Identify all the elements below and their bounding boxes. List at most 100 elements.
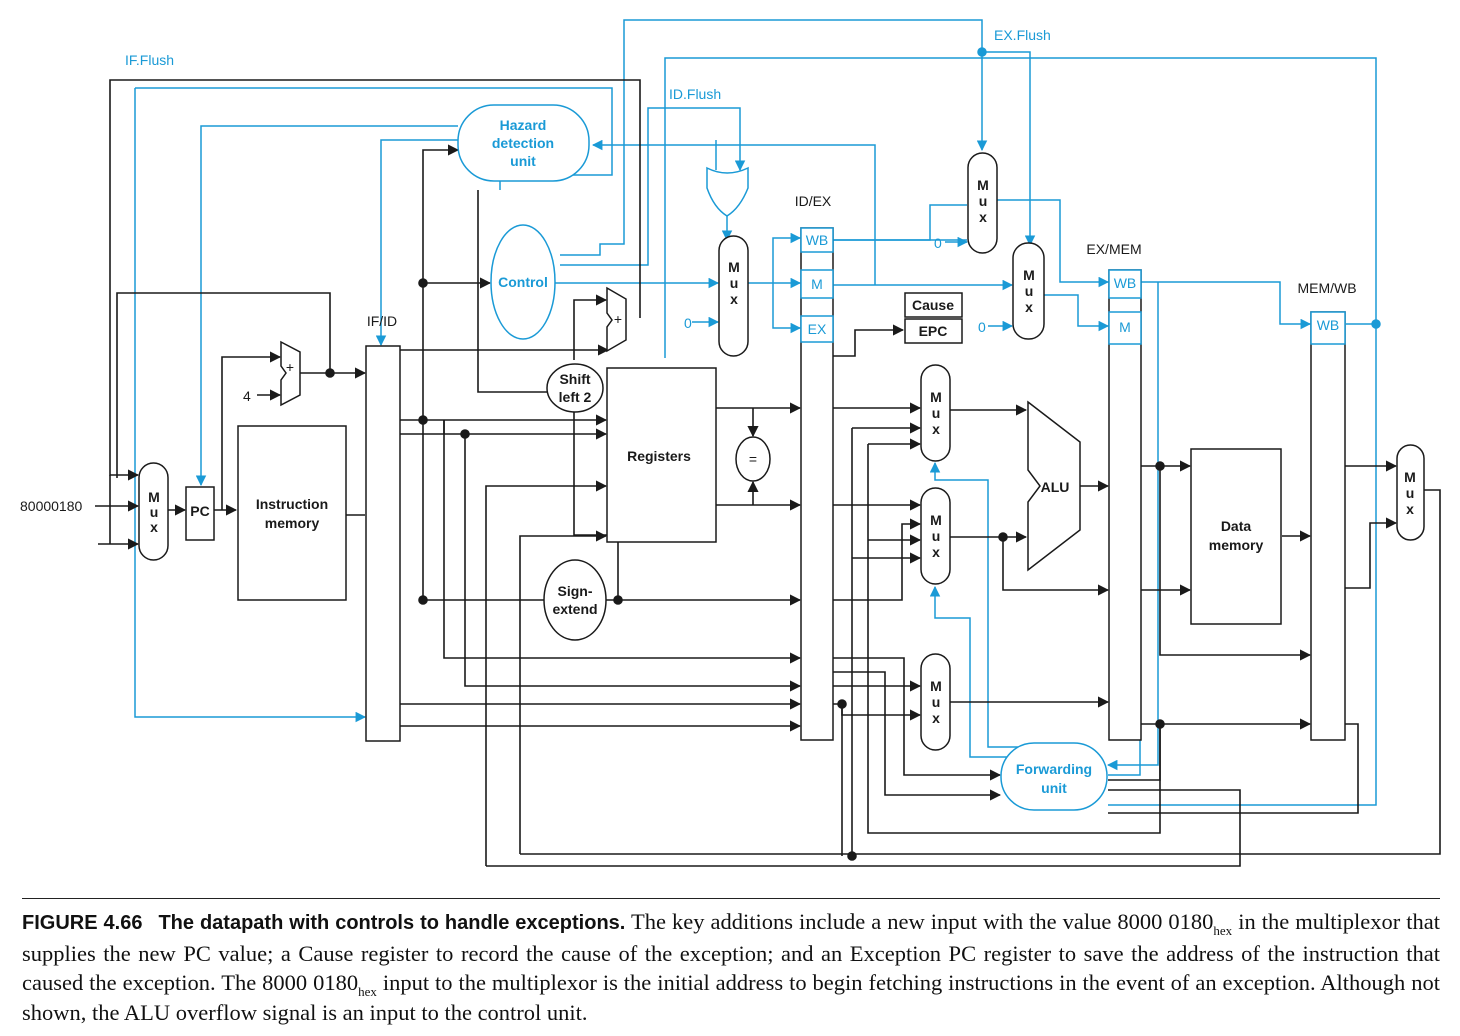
hazard-label-3: unit — [510, 153, 536, 169]
figure-number: FIGURE 4.66 — [22, 912, 143, 934]
figure-caption: FIGURE 4.66 The datapath with controls to… — [22, 898, 1440, 1027]
id-ex-register: WB M EX ID/EX — [795, 193, 834, 741]
sign-extend: Sign- extend — [543, 559, 607, 641]
ex-wb-mux-u: u — [979, 193, 988, 209]
cause-label: Cause — [912, 297, 954, 313]
pc-adder-plus: + — [286, 359, 294, 375]
alu-mux-a: M u x — [920, 364, 951, 462]
data-wires — [95, 79, 1441, 867]
alu-mux-b: M u x — [920, 487, 951, 585]
ex-mem-wb-label: WB — [1114, 275, 1137, 291]
shift-label-1: Shift — [559, 371, 590, 387]
data-memory-label-1: Data — [1221, 518, 1252, 534]
registers-label: Registers — [627, 448, 691, 464]
instruction-memory-label-2: memory — [265, 515, 320, 531]
id-mux-x: x — [730, 291, 738, 307]
branch-adder-plus: + — [614, 311, 622, 327]
mem-wb-label: MEM/WB — [1297, 280, 1356, 296]
pc-mux-x: x — [150, 519, 158, 535]
reg-dst-mux-m: M — [930, 678, 942, 694]
shift-left-2: Shift left 2 — [546, 363, 604, 413]
pc-adder: + — [280, 340, 301, 407]
pc-mux: M u x — [138, 462, 169, 561]
wb-mux-u: u — [1406, 485, 1415, 501]
hazard-detection-unit: Hazard detection unit — [457, 104, 590, 182]
id-mux-m: M — [728, 259, 740, 275]
caption-text-1: The key additions include a new input wi… — [625, 909, 1214, 934]
control-label: Control — [498, 274, 548, 290]
if-id-register: IF/ID — [365, 313, 401, 742]
ex-m-mux-zero: 0 — [978, 319, 986, 335]
shift-label-2: left 2 — [559, 389, 592, 405]
id-flush-or-gate — [706, 166, 749, 217]
id-ex-m-label: M — [811, 276, 823, 292]
caption-sub-1: hex — [1213, 923, 1233, 938]
ex-wb-mux-x: x — [979, 209, 987, 225]
register-file: Registers — [606, 367, 717, 543]
hazard-label-1: Hazard — [500, 117, 547, 133]
caption-text-2: in the multiplexor that supplies the new… — [22, 909, 1440, 995]
ex-wb-mux-zero: 0 — [934, 235, 942, 251]
pc-mux-u: u — [150, 504, 159, 520]
caption-text-3: input to the multiplexor is the initial … — [22, 970, 1441, 1025]
pc-mux-m: M — [148, 489, 160, 505]
ex-flush-label: EX.Flush — [994, 27, 1051, 43]
id-control-mux: M u x — [718, 235, 749, 357]
reg-dst-mux-u: u — [932, 694, 941, 710]
ex-m-mux-u: u — [1025, 283, 1034, 299]
ex-m-mux: M u x — [1012, 242, 1045, 340]
datapath-diagram: IF/ID WB M EX ID/EX WB M EX/MEM WB MEM/W… — [20, 19, 1441, 867]
epc-register: EPC — [904, 318, 963, 344]
branch-adder: + — [606, 286, 627, 353]
if-flush-label: IF.Flush — [125, 52, 174, 68]
mem-wb-wb-label: WB — [1317, 317, 1340, 333]
wb-mux-x: x — [1406, 501, 1414, 517]
sign-extend-label-1: Sign- — [558, 583, 593, 599]
forwarding-unit: Forwarding unit — [1000, 742, 1108, 811]
control-unit: Control — [490, 224, 556, 340]
id-mux-u: u — [730, 275, 739, 291]
ex-mem-label: EX/MEM — [1086, 241, 1141, 257]
pc-register: PC — [185, 486, 215, 541]
alu-mux-a-u: u — [932, 405, 941, 421]
instruction-memory-label-1: Instruction — [256, 496, 328, 512]
equal-sign: = — [749, 451, 757, 467]
equality-comparator: = — [735, 436, 771, 482]
caption-sub-2: hex — [358, 984, 377, 999]
id-ex-wb-label: WB — [806, 232, 829, 248]
reg-dst-mux-x: x — [932, 710, 940, 726]
ex-mem-register: WB M EX/MEM — [1086, 241, 1142, 741]
ex-wb-mux-m: M — [977, 177, 989, 193]
id-flush-label: ID.Flush — [669, 86, 721, 102]
control-wires — [134, 19, 1381, 806]
ex-mem-m-label: M — [1119, 319, 1131, 335]
forwarding-label-2: unit — [1041, 780, 1067, 796]
hazard-label-2: detection — [492, 135, 554, 151]
epc-label: EPC — [919, 323, 948, 339]
forwarding-label-1: Forwarding — [1016, 761, 1092, 777]
four-label: 4 — [243, 388, 251, 404]
alu-mux-a-x: x — [932, 421, 940, 437]
alu: ALU — [1027, 400, 1081, 572]
data-memory-label-2: memory — [1209, 537, 1264, 553]
alu-mux-b-x: x — [932, 544, 940, 560]
alu-mux-b-m: M — [930, 512, 942, 528]
ex-m-mux-m: M — [1023, 267, 1035, 283]
ex-m-mux-x: x — [1025, 299, 1033, 315]
alu-mux-b-u: u — [932, 528, 941, 544]
alu-mux-a-m: M — [930, 389, 942, 405]
exception-address-label: 80000180 — [20, 498, 83, 514]
id-ex-label: ID/EX — [795, 193, 832, 209]
if-id-label: IF/ID — [367, 313, 397, 329]
mem-wb-register: WB MEM/WB — [1297, 280, 1357, 741]
cause-register: Cause — [904, 292, 963, 318]
data-memory: Data memory — [1190, 448, 1282, 625]
id-mux-zero: 0 — [684, 315, 692, 331]
instruction-memory: Instruction memory — [237, 425, 347, 601]
reg-dst-mux: M u x — [920, 653, 951, 751]
id-ex-ex-label: EX — [808, 321, 827, 337]
figure-title: The datapath with controls to handle exc… — [158, 912, 626, 934]
alu-label: ALU — [1041, 479, 1070, 495]
writeback-mux: M u x — [1396, 444, 1425, 541]
ex-wb-mux: M u x — [967, 152, 998, 254]
